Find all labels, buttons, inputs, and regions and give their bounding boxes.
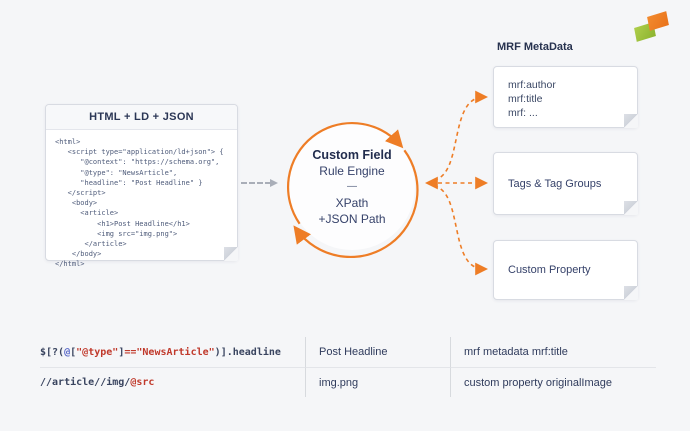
expr-token: @ — [64, 346, 71, 358]
logo-mark — [630, 8, 680, 46]
expr-token: @src — [130, 377, 155, 388]
engine-jsonpath-label: +JSON Path — [318, 211, 386, 226]
output-box-tags: Tags & Tag Groups — [493, 152, 638, 215]
metadata-item: mrf:title — [508, 93, 543, 105]
custom-property-label: Custom Property — [508, 264, 591, 276]
fold-corner-icon — [624, 114, 638, 128]
mapping-table: $[?(@["@type"]=="NewsArticle")].headline… — [40, 337, 656, 397]
expr-token: [ — [70, 346, 77, 358]
expr-token: "@type" — [76, 346, 119, 358]
mapping-target: custom property originalImage — [450, 367, 656, 397]
input-dashed-arrow-icon — [241, 182, 271, 184]
expr-token: ] — [118, 346, 125, 358]
mapping-target: mrf metadata mrf:title — [450, 337, 656, 367]
expr-token: )].headline — [214, 346, 281, 358]
xpath-expression: //article//img/@src — [40, 367, 305, 397]
logo-orange-tile-icon — [647, 11, 669, 31]
metadata-item: mrf: ... — [508, 107, 538, 119]
rule-engine-circle: Custom Field Rule Engine — XPath +JSON P… — [281, 116, 423, 258]
cycle-arrows-icon — [286, 121, 419, 258]
expr-token: == — [124, 346, 137, 358]
expr-token: "NewsArticle" — [136, 346, 215, 358]
fold-corner-icon — [624, 286, 638, 300]
code-panel: HTML + LD + JSON <html> <script type="ap… — [45, 104, 238, 268]
extracted-value: Post Headline — [305, 337, 450, 367]
tags-label: Tags & Tag Groups — [508, 177, 602, 190]
metadata-item: mrf:author — [508, 79, 556, 91]
engine-divider: — — [347, 180, 357, 192]
engine-subtitle: Rule Engine — [319, 163, 385, 178]
engine-title: Custom Field — [312, 147, 392, 162]
expr-token: $[?( — [40, 346, 65, 358]
output-box-custom: Custom Property — [493, 240, 638, 300]
code-panel-title: HTML + LD + JSON — [46, 105, 237, 130]
fanout-arrows-icon — [425, 90, 488, 276]
extracted-value: img.png — [305, 367, 450, 397]
expr-token: //article//img/ — [40, 377, 131, 388]
input-arrowhead-icon — [270, 179, 278, 187]
metadata-group-title: MRF MetaData — [497, 41, 573, 53]
output-box-metadata: mrf:author mrf:title mrf: ... — [493, 66, 638, 128]
fold-corner-icon — [624, 201, 638, 215]
xpath-expression: $[?(@["@type"]=="NewsArticle")].headline — [40, 337, 305, 367]
engine-xpath-label: XPath — [335, 195, 369, 210]
code-source: <html> <script type="application/ld+json… — [55, 138, 224, 269]
fold-corner-icon — [224, 247, 238, 261]
engine-label: Custom Field Rule Engine — XPath +JSON P… — [281, 116, 423, 258]
